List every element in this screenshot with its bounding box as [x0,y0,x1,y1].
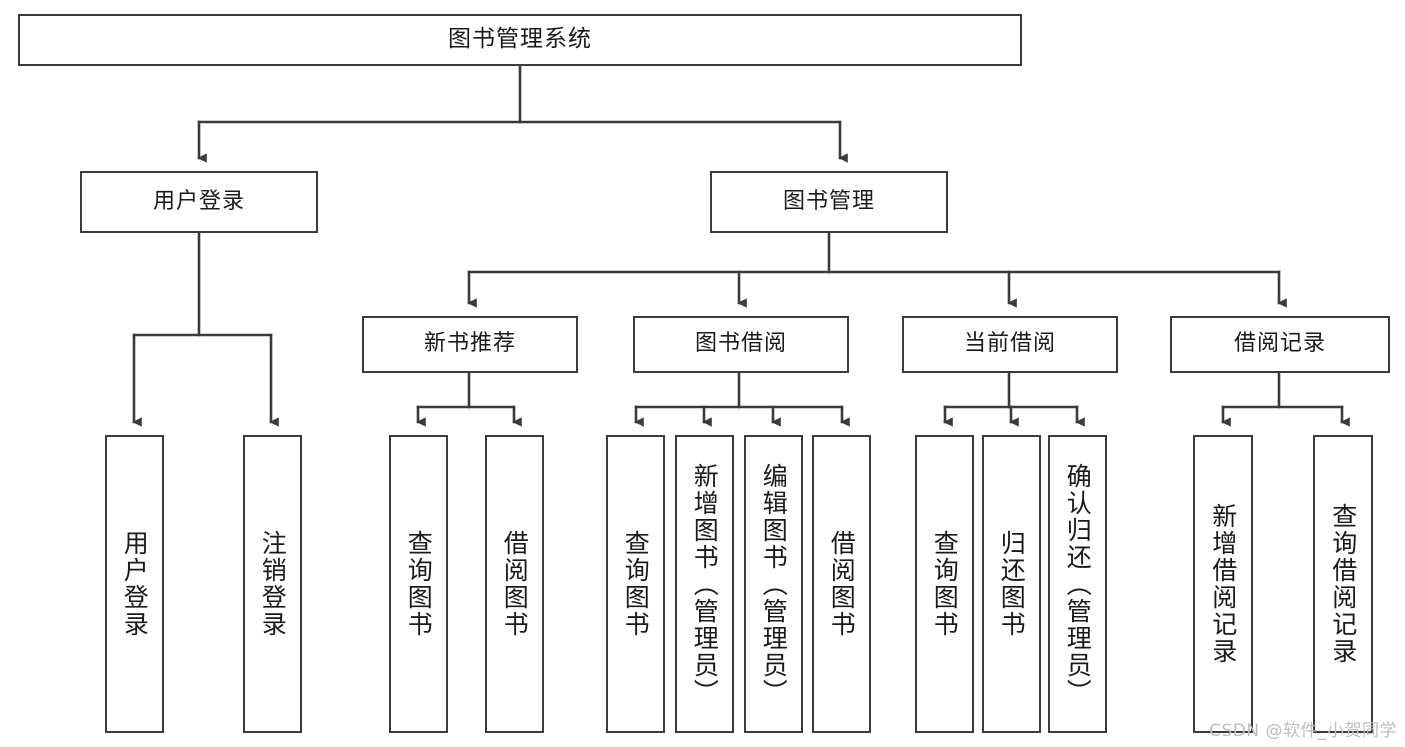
leaf-label: 查询借阅记录 [1328,503,1358,665]
leaf-label: 确认归还（管理员） [1063,462,1093,706]
node-user-login[interactable]: 用户登录 [80,171,318,233]
leaf-label: 借阅图书 [500,530,530,638]
leaf-book-borrow-edit[interactable]: 编辑图书（管理员） [744,435,803,733]
leaf-new-book-borrow[interactable]: 借阅图书 [485,435,544,733]
leaf-borrow-record-add[interactable]: 新增借阅记录 [1193,435,1253,733]
leaf-label: 查询图书 [404,530,434,638]
leaf-current-borrow-query[interactable]: 查询图书 [915,435,974,733]
leaf-book-borrow-borrow[interactable]: 借阅图书 [812,435,871,733]
leaf-current-borrow-confirm[interactable]: 确认归还（管理员） [1048,435,1107,733]
node-borrow-record[interactable]: 借阅记录 [1170,316,1390,373]
leaf-borrow-record-query[interactable]: 查询借阅记录 [1313,435,1373,733]
leaf-label: 查询图书 [621,530,651,638]
leaf-user-login-logout[interactable]: 注销登录 [243,435,302,733]
leaf-label: 编辑图书（管理员） [759,462,789,706]
leaf-user-login-login[interactable]: 用户登录 [105,435,164,733]
node-current-borrow[interactable]: 当前借阅 [902,316,1118,373]
leaf-label: 查询图书 [930,530,960,638]
leaf-label: 注销登录 [258,530,288,638]
leaf-label: 新增借阅记录 [1208,503,1238,665]
node-book-borrow[interactable]: 图书借阅 [633,316,849,373]
leaf-current-borrow-return[interactable]: 归还图书 [982,435,1041,733]
leaf-book-borrow-query[interactable]: 查询图书 [606,435,665,733]
leaf-label: 新增图书（管理员） [690,462,720,706]
leaf-label: 归还图书 [997,530,1027,638]
leaf-label: 用户登录 [120,530,150,638]
leaf-new-book-query[interactable]: 查询图书 [389,435,448,733]
node-new-book-recommend[interactable]: 新书推荐 [362,316,578,373]
leaf-book-borrow-add[interactable]: 新增图书（管理员） [675,435,734,733]
node-book-manage[interactable]: 图书管理 [710,171,948,233]
node-root-system[interactable]: 图书管理系统 [18,14,1022,66]
leaf-label: 借阅图书 [827,530,857,638]
